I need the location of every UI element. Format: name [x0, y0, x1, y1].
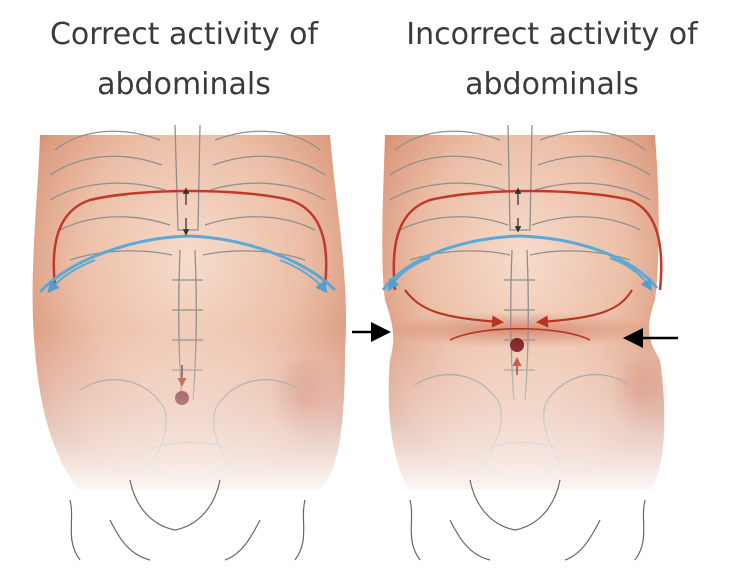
correct-fade [25, 120, 355, 500]
correct-torso-figure [25, 120, 355, 560]
incorrect-torso-figure [375, 120, 675, 560]
incorrect-fade [375, 120, 675, 500]
